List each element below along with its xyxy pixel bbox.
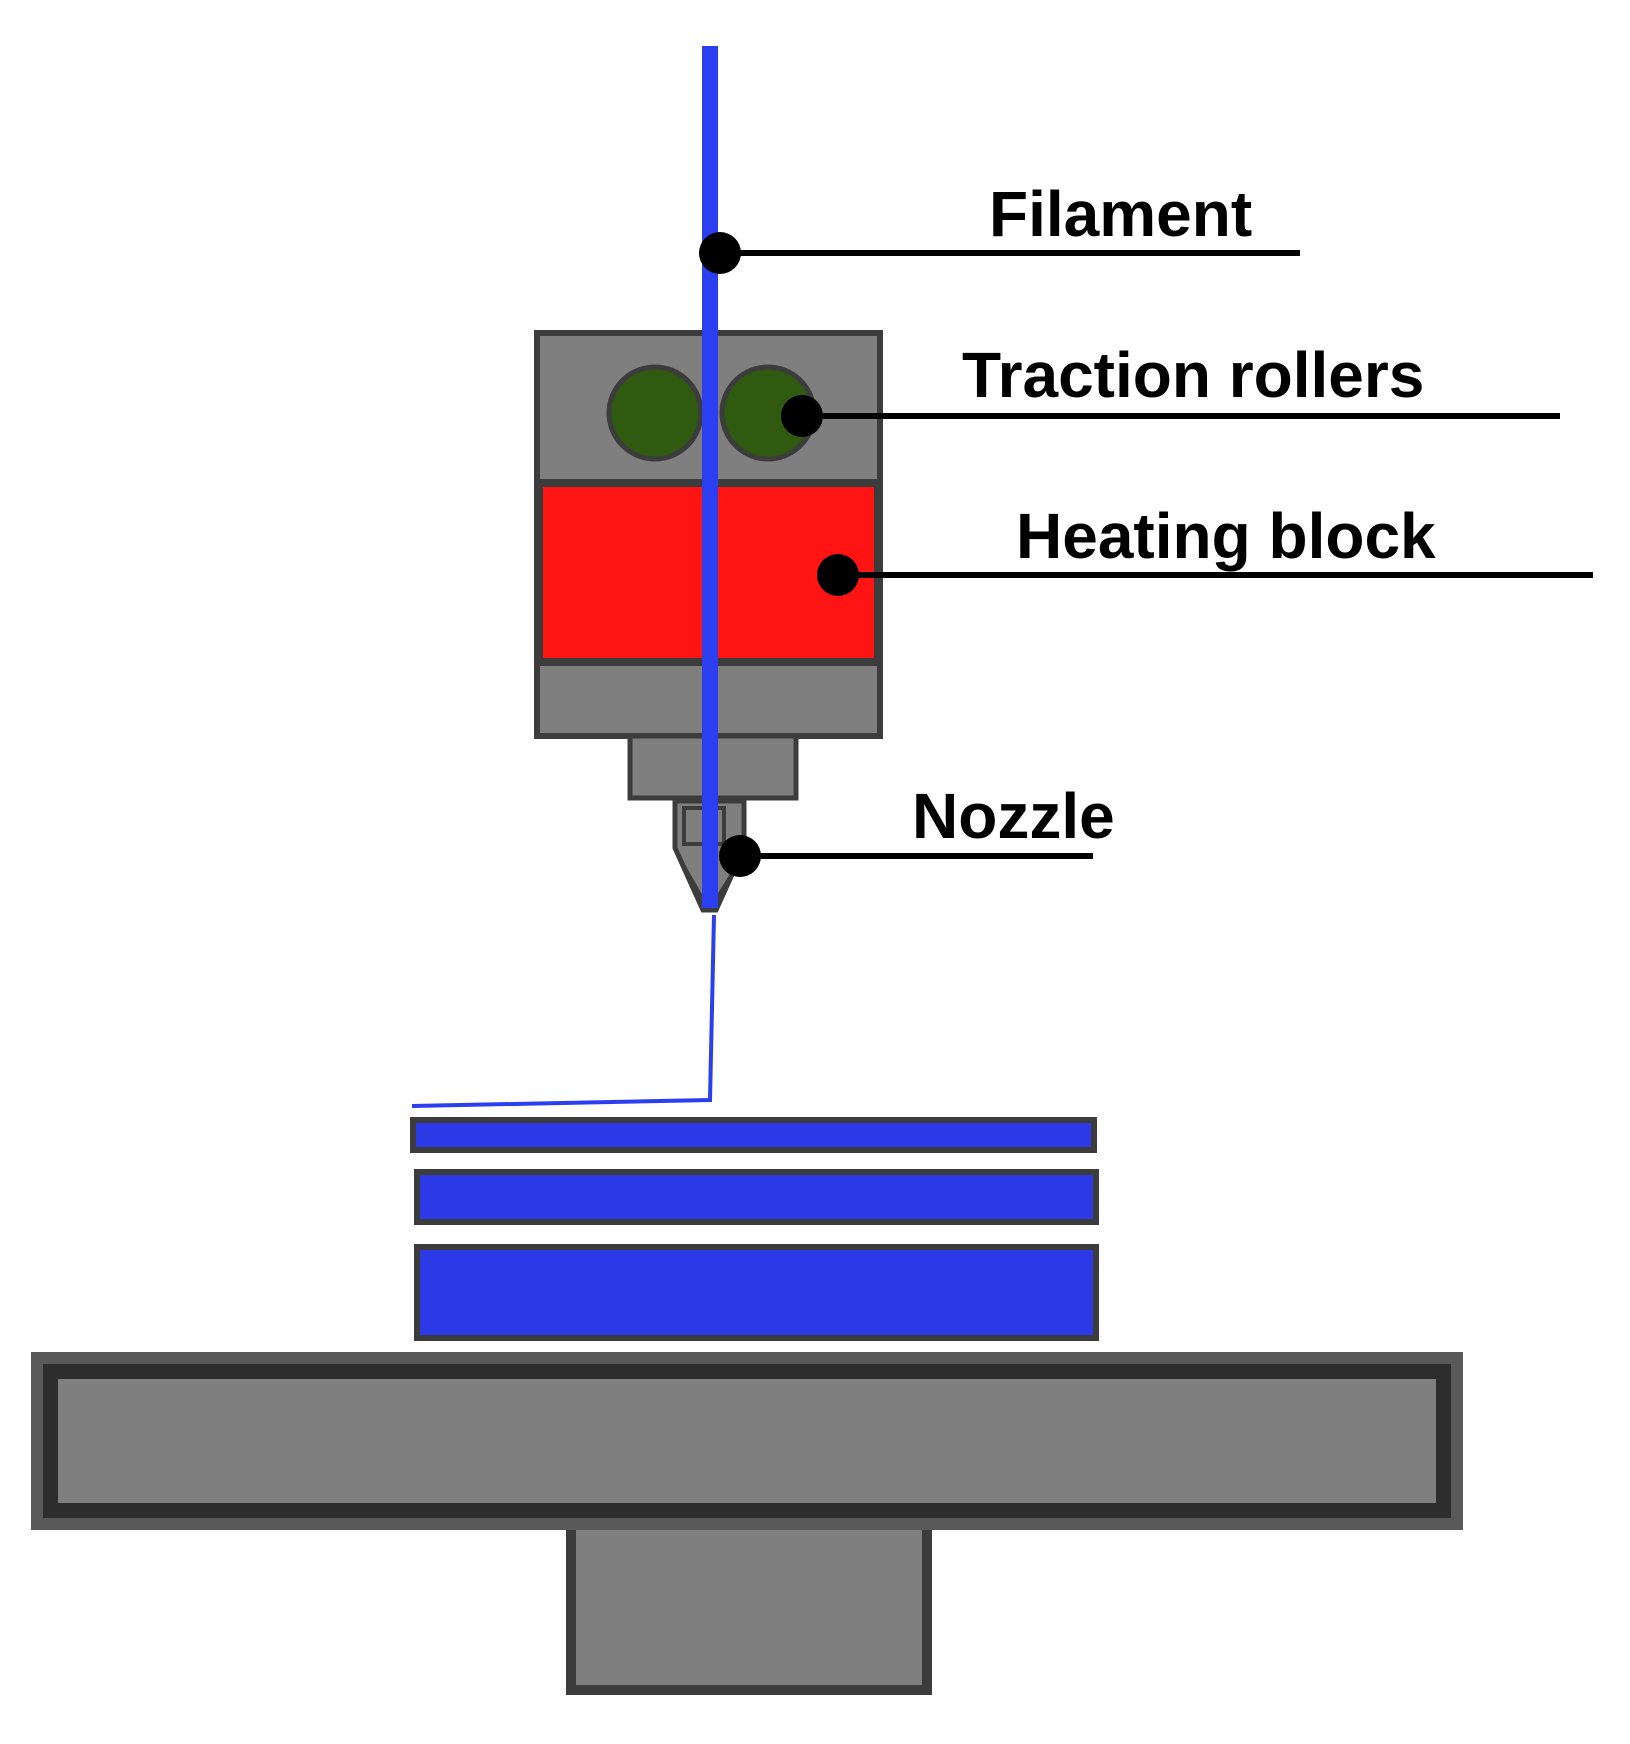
- print-bed: [31, 1352, 1463, 1530]
- print-bed-surface: [58, 1379, 1436, 1503]
- traction-rollers-leader-dot: [781, 395, 823, 437]
- printed-layers: [410, 1117, 1099, 1341]
- printed-layer-middle: [414, 1169, 1099, 1225]
- heating-block-leader-dot: [817, 554, 859, 596]
- extruded-filament-strand: [411, 914, 716, 1108]
- traction-rollers-label: Traction rollers: [962, 339, 1424, 411]
- bed-support-post: [566, 1511, 932, 1695]
- traction-roller-left: [606, 364, 704, 462]
- printed-layer-top: [410, 1117, 1097, 1153]
- leader-lines: [699, 232, 1593, 877]
- printed-layer-bottom: [414, 1244, 1099, 1341]
- filament-leader-dot: [699, 232, 741, 274]
- nozzle-leader-dot: [719, 835, 761, 877]
- filament-label: Filament: [989, 178, 1252, 250]
- filament: [702, 46, 718, 908]
- heating-block-label: Heating block: [1016, 500, 1436, 572]
- nozzle-label: Nozzle: [912, 780, 1115, 852]
